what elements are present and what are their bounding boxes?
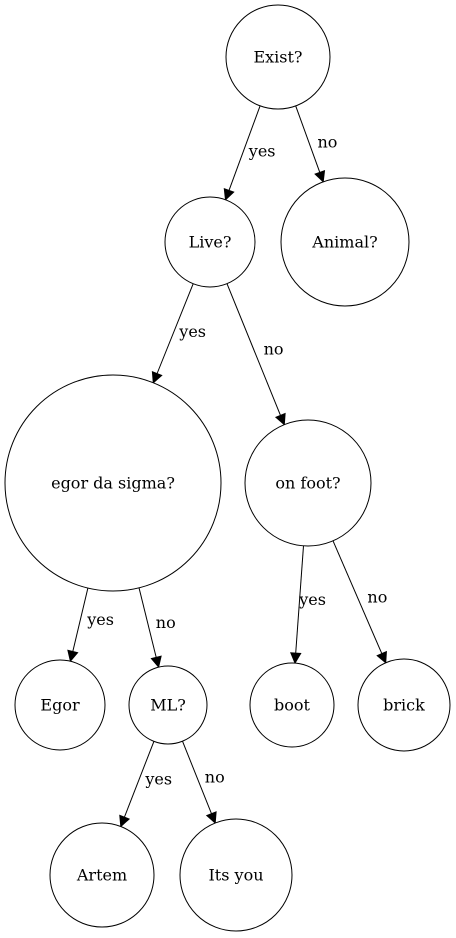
edge-label-no: no bbox=[264, 340, 284, 359]
node-circle bbox=[164, 196, 256, 288]
node-label: brick bbox=[383, 696, 425, 715]
edge-line bbox=[156, 283, 194, 374]
edge-live-to-egor_sigma: yes bbox=[151, 283, 206, 384]
arrowhead-icon bbox=[67, 649, 79, 663]
edge-label-yes: yes bbox=[144, 769, 172, 788]
edge-exist-to-animal: no bbox=[295, 105, 338, 183]
node-circle bbox=[4, 374, 222, 592]
node-animal: Animal? bbox=[280, 177, 410, 307]
arrowhead-icon bbox=[205, 811, 217, 825]
node-label: Its you bbox=[208, 866, 263, 885]
edge-label-no: no bbox=[318, 132, 338, 151]
node-label: on foot? bbox=[275, 474, 340, 493]
node-egor-sigma: egor da sigma? bbox=[4, 374, 222, 592]
edge-label-no: no bbox=[156, 613, 176, 632]
node-label: boot bbox=[274, 696, 311, 715]
node-circle bbox=[357, 658, 451, 752]
node-circle bbox=[244, 419, 372, 547]
edge-egor_sigma-to-ml: no bbox=[138, 587, 176, 669]
node-brick: brick bbox=[357, 658, 451, 752]
edge-line bbox=[138, 587, 157, 658]
arrowhead-icon bbox=[290, 652, 302, 665]
edge-label-yes: yes bbox=[298, 590, 326, 609]
node-on-foot: on foot? bbox=[244, 419, 372, 547]
edge-live-to-on_foot: no bbox=[226, 283, 286, 426]
edge-label-yes: yes bbox=[178, 322, 206, 341]
edge-line bbox=[182, 741, 212, 814]
node-circle bbox=[225, 4, 331, 110]
node-egor: Egor bbox=[14, 659, 106, 751]
node-ml: ML? bbox=[128, 665, 208, 745]
node-artem: Artem bbox=[49, 822, 155, 928]
arrowhead-icon bbox=[223, 187, 235, 201]
edge-on_foot-to-boot: yes bbox=[290, 545, 326, 665]
edge-ml-to-its_you: no bbox=[182, 741, 225, 825]
edge-line bbox=[123, 741, 155, 818]
node-circle bbox=[14, 659, 106, 751]
edge-line bbox=[228, 105, 261, 191]
edge-line bbox=[226, 283, 281, 416]
edge-label-yes: yes bbox=[86, 610, 114, 629]
node-label: Egor bbox=[40, 696, 80, 715]
arrowhead-icon bbox=[119, 814, 131, 828]
edge-line bbox=[332, 540, 383, 654]
edge-ml-to-artem: yes bbox=[119, 741, 172, 828]
arrowhead-icon bbox=[150, 655, 162, 669]
edge-on_foot-to-brick: no bbox=[332, 540, 387, 664]
node-label: Exist? bbox=[253, 48, 302, 67]
node-exist: Exist? bbox=[225, 4, 331, 110]
node-circle bbox=[128, 665, 208, 745]
node-label: Animal? bbox=[311, 233, 377, 252]
arrowhead-icon bbox=[274, 412, 286, 426]
node-label: ML? bbox=[150, 696, 186, 715]
edge-label-no: no bbox=[367, 587, 387, 606]
edge-line bbox=[295, 545, 304, 654]
arrowhead-icon bbox=[314, 169, 326, 183]
edge-exist-to-live: yes bbox=[223, 105, 276, 201]
edge-line bbox=[295, 105, 321, 173]
node-circle bbox=[179, 818, 293, 932]
node-boot: boot bbox=[249, 662, 335, 748]
node-label: egor da sigma? bbox=[51, 474, 175, 493]
node-label: Live? bbox=[189, 233, 232, 252]
node-its-you: Its you bbox=[179, 818, 293, 932]
edges-layer: yes no yes no yes no yes no yes no bbox=[67, 105, 387, 828]
node-live: Live? bbox=[164, 196, 256, 288]
nodes-layer: Exist? Animal? Live? egor da sigma? on foot?… bbox=[4, 4, 451, 932]
arrowhead-icon bbox=[376, 650, 387, 664]
node-circle bbox=[280, 177, 410, 307]
edge-line bbox=[72, 587, 89, 652]
edge-label-no: no bbox=[205, 768, 225, 787]
edge-label-yes: yes bbox=[248, 141, 276, 160]
edge-egor_sigma-to-egor: yes bbox=[67, 587, 114, 663]
arrowhead-icon bbox=[151, 370, 163, 384]
node-label: Artem bbox=[76, 866, 127, 885]
node-circle bbox=[49, 822, 155, 928]
node-circle bbox=[249, 662, 335, 748]
